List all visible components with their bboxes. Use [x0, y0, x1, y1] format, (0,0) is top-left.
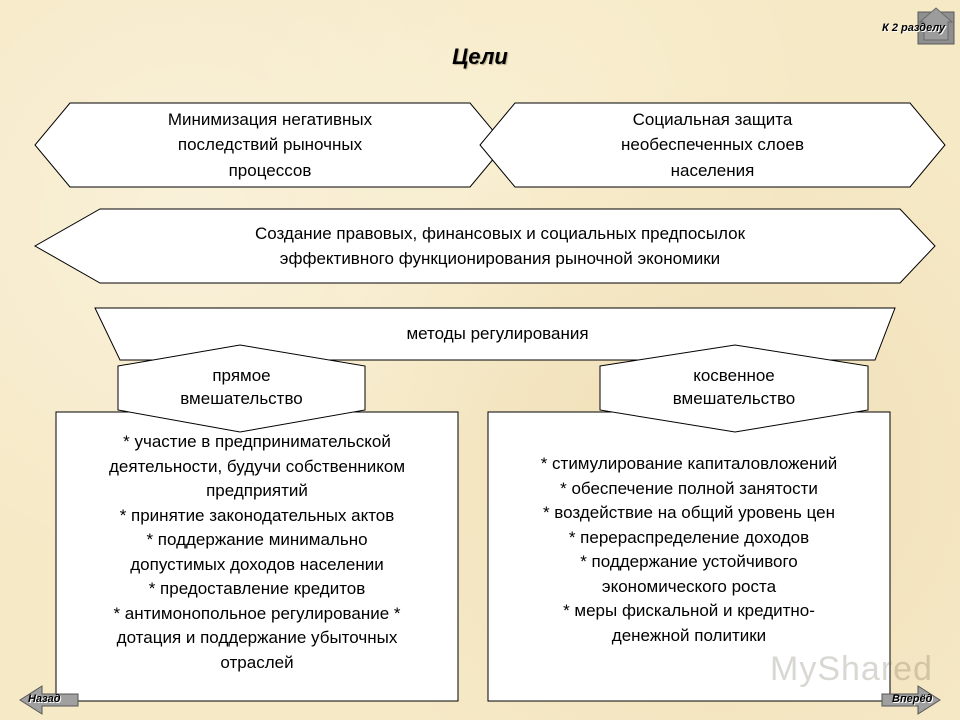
- goal-right-shape: [479, 102, 946, 188]
- goal-wide-shape: [33, 208, 936, 284]
- forward-arrow-icon: [881, 685, 941, 715]
- page-title: Цели: [452, 44, 508, 69]
- section-link-label[interactable]: К 2 разделу: [882, 22, 946, 34]
- indirect-items-list: * стимулирование капиталовложений * обес…: [540, 454, 838, 645]
- direct-items-box: [55, 411, 459, 702]
- direct-tag-label: прямое вмешательство: [180, 366, 303, 408]
- methods-shape: [94, 307, 896, 361]
- back-button[interactable]: [19, 685, 79, 715]
- goal-right-text: Социальная защита необеспеченных слоев н…: [621, 109, 804, 180]
- indirect-tag-label: косвенное вмешательство: [672, 366, 796, 408]
- indirect-tag-shape: [599, 344, 869, 433]
- forward-button-label[interactable]: Вперёд: [892, 693, 933, 705]
- methods-label: методы регулирования: [406, 324, 589, 344]
- indirect-items-box: [487, 411, 891, 702]
- goal-wide-text: Создание правовых, финансовых и социальн…: [254, 223, 746, 269]
- goal-left-text: Минимизация негативных последствий рыноч…: [167, 109, 373, 180]
- forward-button[interactable]: [881, 685, 941, 715]
- watermark-text: MyShared: [770, 650, 933, 688]
- direct-items-list: * участие в предпринимательской деятельн…: [108, 432, 406, 672]
- direct-tag-shape: [117, 344, 366, 433]
- section-link-button[interactable]: [917, 7, 955, 45]
- back-arrow-icon: [19, 685, 79, 715]
- house-icon: [918, 7, 954, 41]
- goal-left-shape: [34, 102, 506, 188]
- back-button-label[interactable]: Назад: [28, 693, 61, 705]
